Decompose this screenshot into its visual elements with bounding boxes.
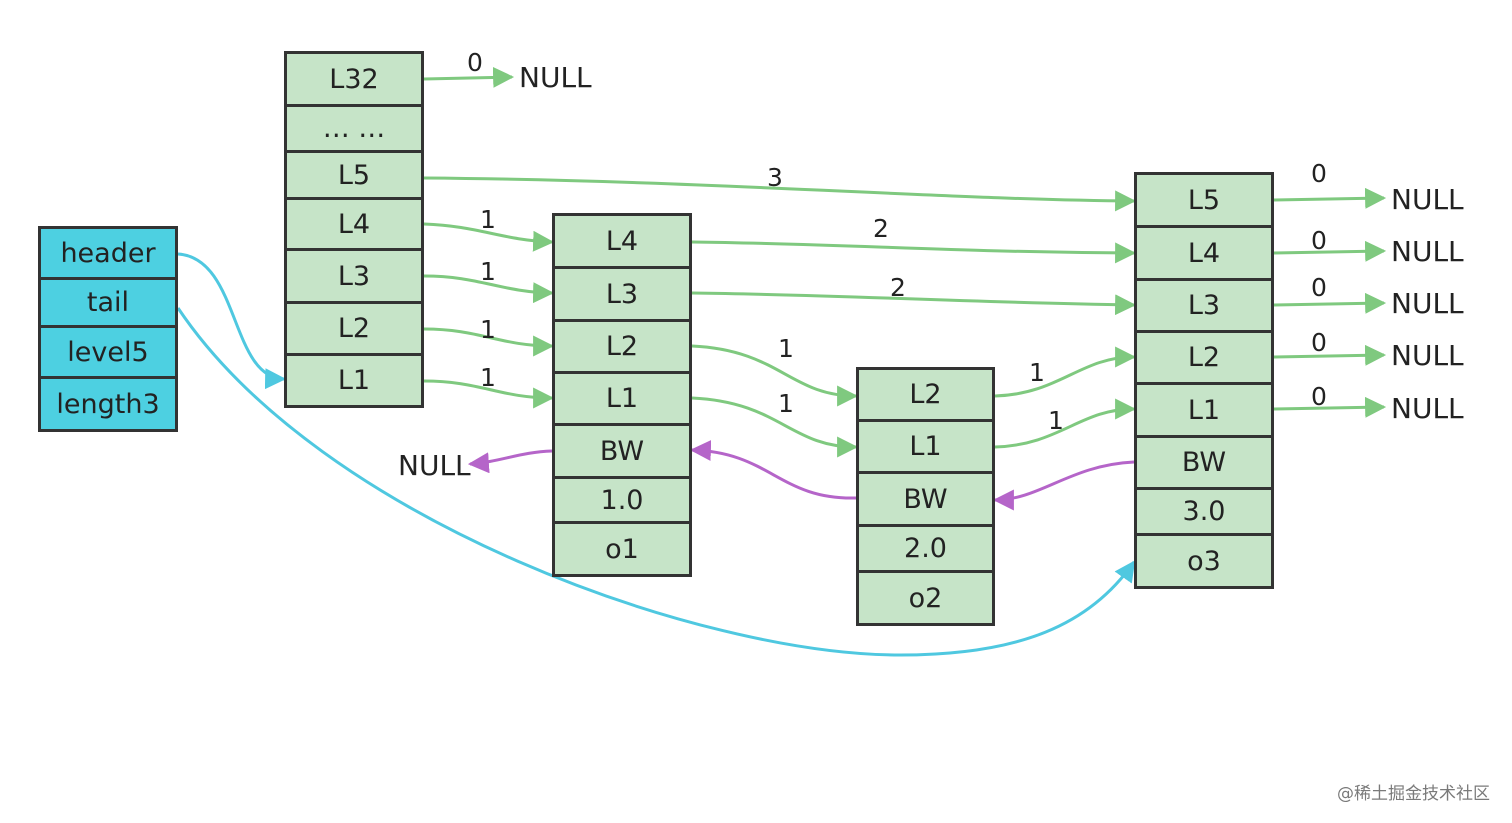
watermark: @稀土掘金技术社区 xyxy=(1337,784,1490,804)
span-o3-l5: 0 xyxy=(1311,159,1327,188)
o3-level-l2: L2 xyxy=(1134,330,1274,385)
length-field: length3 xyxy=(38,376,178,432)
arrow-o3-l3-null xyxy=(1273,292,1387,314)
o1-obj: o1 xyxy=(552,521,692,577)
o1-level-l3: L3 xyxy=(552,266,692,322)
null-head-l32: NULL xyxy=(519,61,592,94)
span-o1-l1: 1 xyxy=(778,389,794,418)
o1-level-l2: L2 xyxy=(552,319,692,374)
o1-level-l4: L4 xyxy=(552,213,692,269)
span-head-l4: 1 xyxy=(480,205,496,234)
o2-level-l2: L2 xyxy=(856,367,995,422)
o3-level-l5: L5 xyxy=(1134,172,1274,228)
arrow-o3-l1-null xyxy=(1273,396,1387,418)
o2-obj: o2 xyxy=(856,570,995,626)
backward-o3-o2 xyxy=(992,460,1135,511)
arrow-o3-l4-null xyxy=(1273,240,1387,262)
head-level-l5: L5 xyxy=(284,150,424,200)
span-o2-l2: 1 xyxy=(1029,358,1045,387)
span-o1-l4: 2 xyxy=(873,214,889,243)
arrow-o1-l4-o3 xyxy=(691,240,1137,264)
null-o3-l4: NULL xyxy=(1391,235,1464,268)
null-o3-l5: NULL xyxy=(1391,183,1464,216)
o2-score: 2.0 xyxy=(856,524,995,573)
arrow-o1-l3-o3 xyxy=(691,291,1137,316)
arrow-o1-l2-o2 xyxy=(691,344,859,407)
arrow-o1-l1-o2 xyxy=(691,396,859,458)
o1-score: 1.0 xyxy=(552,476,692,524)
arrow-head-l1-o1 xyxy=(423,379,555,409)
tail-field: tail xyxy=(38,277,178,328)
span-head-l3: 1 xyxy=(480,257,496,286)
o2-backward: BW xyxy=(856,471,995,527)
span-head-l1: 1 xyxy=(480,363,496,392)
o3-score: 3.0 xyxy=(1134,487,1274,536)
span-o1-l3: 2 xyxy=(890,273,906,302)
head-level-ellipsis: … … xyxy=(284,104,424,153)
head-level-l1: L1 xyxy=(284,353,424,408)
null-o3-l2: NULL xyxy=(1391,339,1464,372)
arrow-head-l2-o1 xyxy=(423,327,555,357)
level-field: level5 xyxy=(38,325,178,379)
span-o3-l3: 0 xyxy=(1311,273,1327,302)
span-o3-l1: 0 xyxy=(1311,382,1327,411)
arrow-o2-l2-o3 xyxy=(994,346,1137,398)
span-o3-l2: 0 xyxy=(1311,328,1327,357)
arrow-head-l3-o1 xyxy=(423,274,555,304)
head-level-l4: L4 xyxy=(284,197,424,251)
null-o3-l1: NULL xyxy=(1391,392,1464,425)
arrow-head-l5-o3 xyxy=(423,176,1137,212)
o3-backward: BW xyxy=(1134,435,1274,490)
span-head-l32: 0 xyxy=(467,48,483,77)
o1-backward: BW xyxy=(552,423,692,479)
arrow-o3-l2-null xyxy=(1273,344,1387,366)
arrow-head-l4-o1 xyxy=(423,222,555,252)
null-o3-l3: NULL xyxy=(1391,287,1464,320)
o3-obj: o3 xyxy=(1134,533,1274,589)
span-head-l5: 3 xyxy=(767,163,783,192)
span-o1-l2: 1 xyxy=(778,334,794,363)
o3-level-l4: L4 xyxy=(1134,225,1274,281)
o3-level-l1: L1 xyxy=(1134,382,1274,438)
o3-level-l3: L3 xyxy=(1134,278,1274,333)
backward-o2-o1 xyxy=(689,439,857,500)
arrow-o3-l5-null xyxy=(1273,187,1387,209)
arrow-head-l32-null xyxy=(423,66,515,88)
header-field: header xyxy=(38,226,178,280)
head-level-l3: L3 xyxy=(284,248,424,304)
span-head-l2: 1 xyxy=(480,315,496,344)
head-level-l2: L2 xyxy=(284,301,424,356)
null-o1-backward: NULL xyxy=(398,449,471,482)
o2-level-l1: L1 xyxy=(856,419,995,474)
o1-level-l1: L1 xyxy=(552,371,692,426)
arrow-o2-l1-o3 xyxy=(994,398,1137,449)
head-level-l32: L32 xyxy=(284,51,424,107)
backward-o1-null xyxy=(467,449,553,474)
pointer-tail xyxy=(176,307,1136,657)
pointer-header xyxy=(177,252,287,390)
span-o3-l4: 0 xyxy=(1311,226,1327,255)
span-o2-l1: 1 xyxy=(1048,406,1064,435)
